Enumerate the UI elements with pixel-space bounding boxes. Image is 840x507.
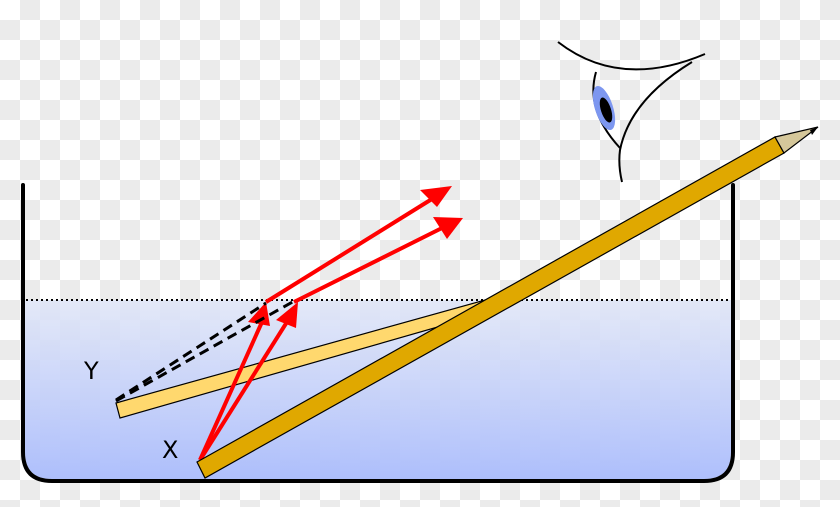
ray-arrowheads (248, 186, 463, 328)
pencil-tip (774, 126, 819, 154)
virtual-rays (115, 298, 297, 403)
light-rays (198, 192, 451, 462)
label-x: X (162, 436, 179, 464)
real-pencil (196, 126, 819, 479)
tank (21, 183, 735, 483)
label-y: Y (84, 357, 99, 385)
pupil (599, 97, 613, 123)
pencil-lead (810, 127, 818, 135)
eye-icon (557, 41, 706, 183)
